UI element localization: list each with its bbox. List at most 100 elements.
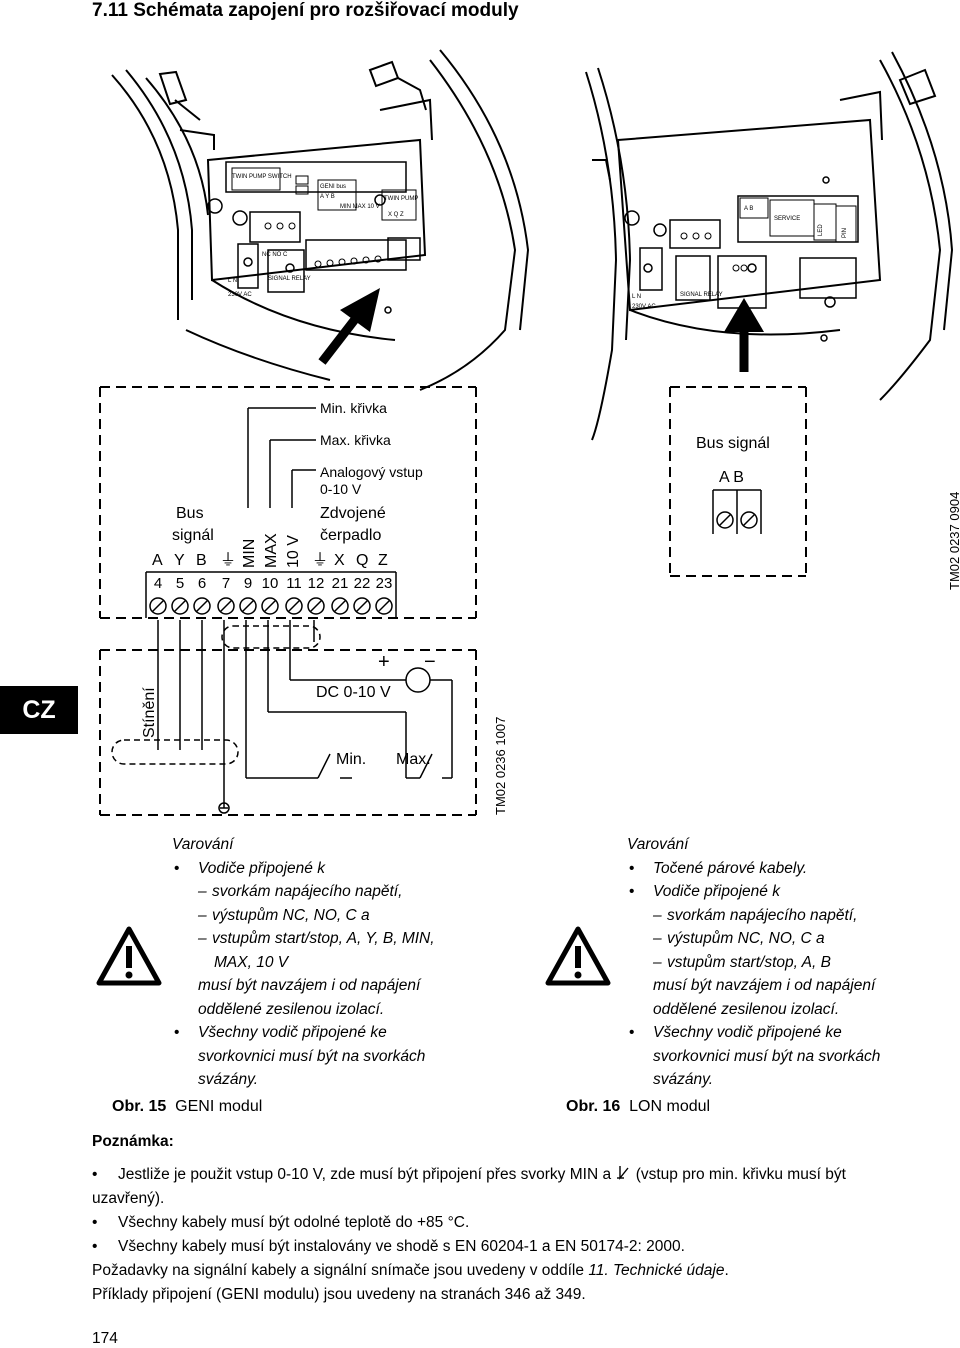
figure-caption-left: Obr. 15 GENI modul [112, 1098, 262, 1116]
terminal-number: 11 [286, 575, 302, 592]
terminal-letter-a: A [152, 552, 163, 569]
analog-range-label: 0-10 V [320, 481, 362, 497]
notes-section: Poznámka: •Jestliže je použit vstup 0-10… [92, 1130, 960, 1307]
terminal-screw-slot [263, 599, 277, 613]
warning-dash-item: –vstupům start/stop, A, B [653, 953, 831, 971]
figure-caption-right: Obr. 16 LON modul [566, 1098, 710, 1116]
geni-terminal-screws [149, 597, 393, 615]
warning-dash-text: vstupům start/stop, A, Y, B, MIN, [212, 930, 435, 947]
note-text: Všechny kabely musí být odolné teplotě d… [118, 1214, 470, 1231]
terminal-letter-z: Z [378, 552, 388, 569]
warning-bullet: Točené párové kabely. [627, 857, 960, 881]
terminal-screw-slot [241, 599, 255, 613]
terminal-screw-slot [309, 599, 323, 613]
geni-labels: Min. křivka Max. křivka Analogový vstup … [152, 400, 423, 569]
terminal-number: 10 [262, 575, 279, 592]
examples-paragraph: Příklady připojení (GENI modulu) jsou uv… [92, 1286, 586, 1303]
geni-arrow [318, 288, 380, 365]
warning-continuation: svázány. [653, 1071, 714, 1088]
terminal-screw [217, 597, 235, 615]
wiring-figures: TWIN PUMP SWITCH GENI bus A Y B MIN MAX … [99, 49, 960, 816]
terminal-screw-slot [151, 599, 165, 613]
max-switch-label: Max. [396, 751, 431, 768]
note-text: uzavřený). [92, 1190, 165, 1207]
warning-dash-text: svorkám napájecího napětí, [212, 883, 403, 900]
twin-pump-text: TWIN PUMP [384, 196, 418, 202]
min-switch-label: Min. [336, 751, 366, 768]
geni-wiring [157, 407, 453, 814]
bus-label-2: signál [172, 527, 214, 544]
geni-module-texts: TWIN PUMP SWITCH GENI bus A Y B MIN MAX … [228, 174, 418, 298]
paragraph-text: Požadavky na signální kabely a signální … [92, 1262, 584, 1279]
lon-terminals [712, 489, 762, 534]
terminal-screw-a [716, 511, 734, 529]
geni-bus-text: GENI bus [320, 184, 346, 190]
figure-number: Obr. 16 [566, 1098, 621, 1115]
terminal-screw [331, 597, 349, 615]
lon-bus-label: Bus signál [696, 435, 770, 452]
lon-power-text: 230V AC [632, 304, 656, 310]
terminal-number: 12 [308, 575, 325, 592]
terminal-letter-ground-1: ⏚ [220, 551, 236, 569]
terminal-number: 4 [154, 575, 162, 592]
warning-dash-item: –výstupům NC, NO, C a [653, 930, 825, 947]
shield-ground-icon [617, 1166, 629, 1180]
warning-dash-item: –výstupům NC, NO, C a [198, 906, 370, 924]
lon-relay-text: SIGNAL RELAY [680, 292, 723, 298]
terminal-number: 23 [376, 575, 393, 592]
warning-bullet: Vodiče připojené k [627, 880, 960, 904]
terminal-screw-slot [195, 599, 209, 613]
twin-pump-label-2: čerpadlo [320, 527, 381, 544]
terminal-screw-slot [219, 599, 233, 613]
lon-labels: Bus signál A B TM02 0237 0904 [696, 435, 960, 590]
analog-input-label: Analogový vstup [320, 464, 423, 480]
service-text: SERVICE [774, 216, 800, 222]
terminal-screw [285, 597, 303, 615]
warning-dash-continuation: MAX, 10 V [214, 953, 289, 971]
warning-dash-text: svorkám napájecího napětí, [667, 906, 858, 924]
nc-no-c-text: NC NO C [262, 252, 288, 258]
power-text: 230V AC [228, 292, 252, 298]
warning-continuation: musí být navzájem i od napájení [198, 977, 421, 994]
warning-continuation: oddělené zesilenou izolací. [198, 1000, 385, 1018]
note-text: Všechny kabely musí být instalovány ve s… [118, 1238, 685, 1255]
terminal-letter-q: Q [356, 552, 368, 569]
ayb-text: A Y B [320, 194, 335, 200]
lon-ln-text: L N [632, 294, 641, 300]
terminal-number: 6 [198, 575, 206, 592]
terminal-screw [307, 597, 325, 615]
lon-arrow [724, 298, 764, 372]
dc-label: DC 0-10 V [316, 684, 391, 701]
terminal-letter-b: B [196, 552, 207, 569]
warning-dash-text: výstupům NC, NO, C a [667, 930, 825, 947]
lon-ab-label: A B [719, 469, 744, 486]
warning-dash-item: –svorkám napájecího napětí, [653, 906, 858, 924]
figure-title: GENI modul [175, 1098, 263, 1115]
terminal-number: 22 [354, 575, 371, 592]
pin-text: PIN [842, 228, 848, 238]
max-curve-label: Max. křivka [320, 432, 391, 448]
section-reference: 11. Technické údaje [588, 1262, 725, 1279]
terminal-screw-slot [333, 599, 347, 613]
geni-terminal-dividers [145, 571, 397, 618]
lon-dashed-frame [669, 386, 807, 577]
terminal-screw [171, 597, 189, 615]
warning-triangle-icon [96, 926, 162, 986]
notes-title: Poznámka: [92, 1133, 174, 1150]
min-curve-label: Min. křivka [320, 400, 387, 416]
terminal-number: 7 [222, 575, 230, 592]
lon-module-illustration [585, 51, 954, 441]
terminal-letter-ground-2: ⏚ [312, 551, 328, 569]
figure-number: Obr. 15 [112, 1098, 167, 1115]
geni-drawing-code: TM02 0236 1007 [493, 717, 508, 815]
figure-title: LON modul [629, 1098, 711, 1115]
language-tab: CZ [0, 686, 78, 734]
note-text: (vstup pro min. křivku musí být [635, 1166, 846, 1183]
note-text: Jestliže je použit vstup 0-10 V, zde mus… [118, 1166, 612, 1183]
geni-terminal-numbers: 4 5 6 7 9 10 11 12 21 22 23 [154, 575, 393, 592]
terminal-screw-b [740, 511, 758, 529]
warning-dash-text: vstupům start/stop, A, B [667, 953, 831, 971]
twin-pump-switch-text: TWIN PUMP SWITCH [232, 174, 292, 180]
ln-text: L N [228, 278, 237, 284]
geni-module-illustration [111, 49, 530, 391]
